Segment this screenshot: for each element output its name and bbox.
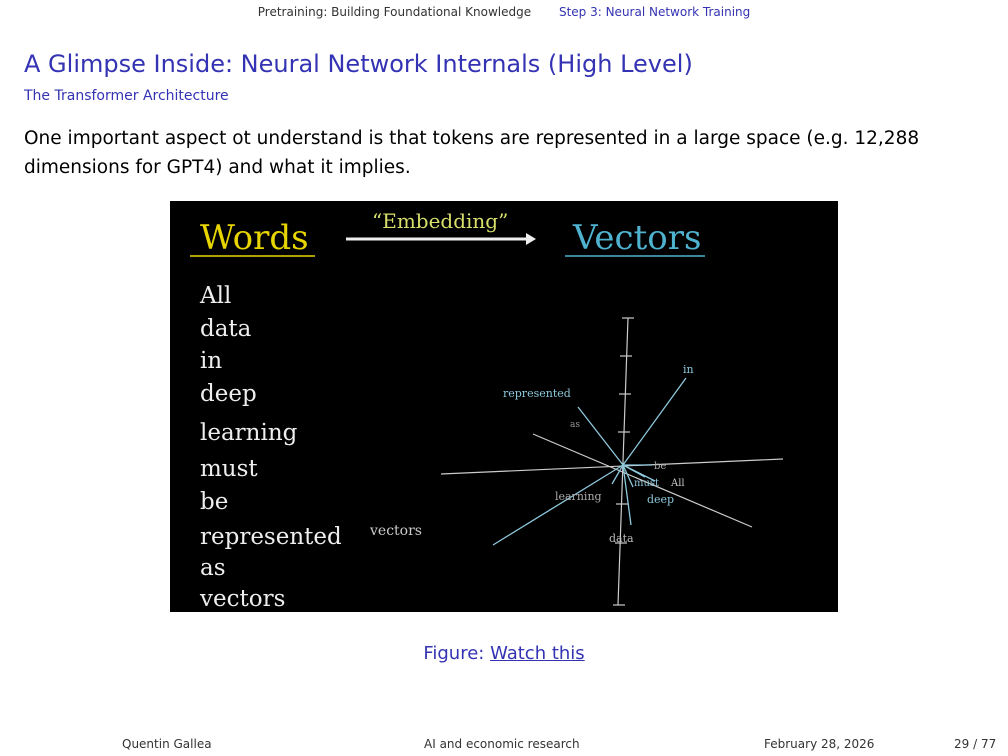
label-must: must <box>634 478 659 489</box>
footer-author: Quentin Gallea <box>122 737 212 751</box>
footer-page-number: 29 / 77 <box>954 737 997 751</box>
footer-title: AI and economic research <box>424 737 580 751</box>
word: be <box>200 489 228 515</box>
depth-axis <box>532 433 753 528</box>
vectors-heading: Vectors <box>572 218 701 258</box>
vector-labels: in represented as be must All deep learn… <box>503 363 694 545</box>
word: as <box>200 555 226 581</box>
body-text: One important aspect ot understand is th… <box>24 128 920 178</box>
word: must <box>200 456 258 482</box>
floating-word-vectors: vectors <box>369 523 422 539</box>
vertical-axis <box>617 317 629 606</box>
horizontal-axis <box>440 458 784 475</box>
label-be: be <box>654 461 666 472</box>
axes <box>440 317 784 606</box>
label-data: data <box>609 532 634 545</box>
vectors <box>492 377 687 546</box>
figure-caption: Figure: Watch this <box>0 643 1008 664</box>
words-heading: Words <box>200 218 309 258</box>
label-learning: learning <box>555 490 602 503</box>
vector-in <box>622 377 687 466</box>
embedding-illustration: Words “Embedding” Vectors All data in de… <box>190 209 784 612</box>
label-deep: deep <box>647 493 674 506</box>
embedding-figure: Words “Embedding” Vectors All data in de… <box>170 201 838 612</box>
label-as: as <box>570 420 580 430</box>
label-in: in <box>683 363 694 376</box>
word: in <box>200 348 222 374</box>
word-list: All data in deep learning must be repres… <box>199 283 422 612</box>
vector-data <box>622 464 632 526</box>
frame-title: A Glimpse Inside: Neural Network Interna… <box>24 50 693 78</box>
vector-represented <box>577 406 624 466</box>
footer-date: February 28, 2026 <box>764 737 875 751</box>
word: data <box>200 316 252 342</box>
vector-learning <box>611 464 624 485</box>
vector-deep <box>622 464 634 488</box>
header-nav: Pretraining: Building Foundational Knowl… <box>0 5 1008 19</box>
word: vectors <box>199 586 285 612</box>
nav-section[interactable]: Pretraining: Building Foundational Knowl… <box>257 5 532 19</box>
caption-prefix: Figure: <box>423 643 491 664</box>
embedding-label: “Embedding” <box>372 209 508 233</box>
label-all: All <box>670 478 685 489</box>
word: deep <box>200 381 257 407</box>
nav-subsection[interactable]: Step 3: Neural Network Training <box>558 5 751 19</box>
word: All <box>199 283 231 309</box>
vector-vectors <box>492 464 624 546</box>
word: represented <box>200 524 342 550</box>
vector-all <box>622 464 656 482</box>
label-represented: represented <box>503 387 571 400</box>
word: learning <box>200 420 298 446</box>
arrow-head-icon <box>526 233 536 245</box>
frame-subtitle: The Transformer Architecture <box>24 88 229 104</box>
watch-link[interactable]: Watch this <box>490 643 585 664</box>
